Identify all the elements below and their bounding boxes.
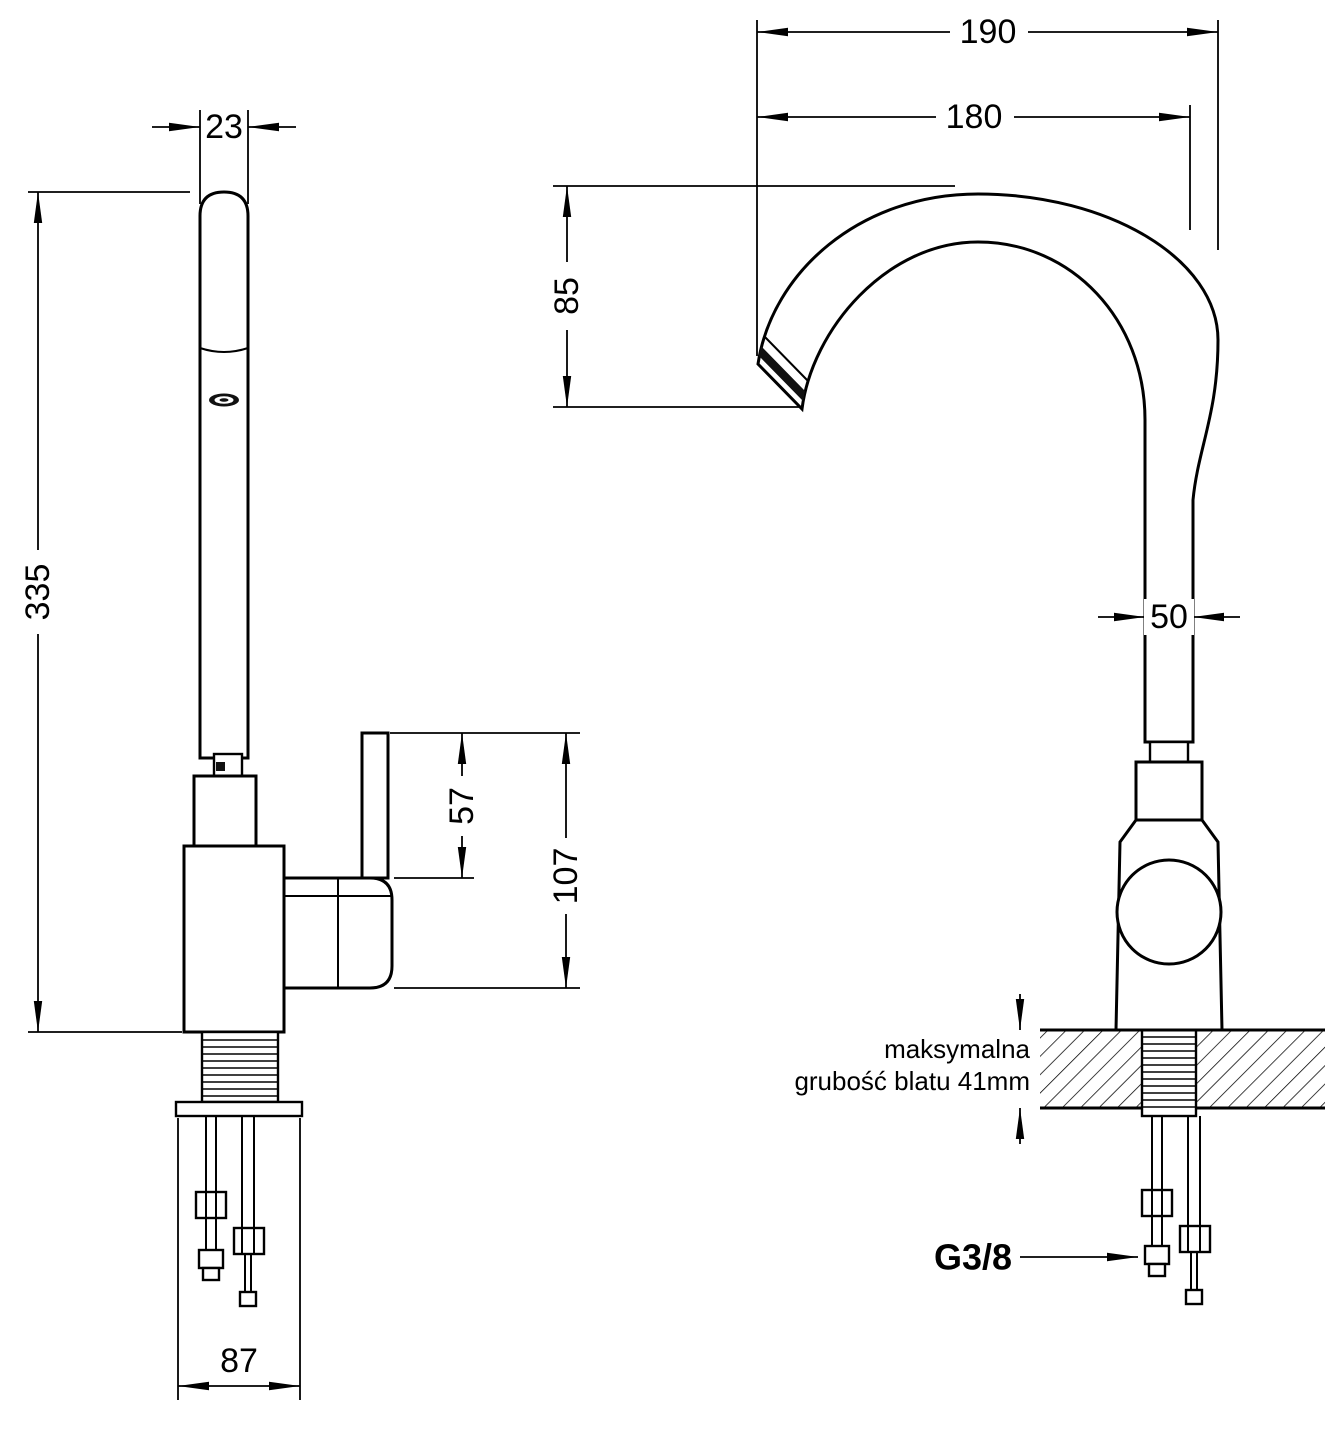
left-spout-pipe (198, 190, 250, 760)
left-shank (200, 1030, 280, 1104)
right-thread-lines (1142, 1036, 1196, 1108)
countertop-hatch-left (1040, 1030, 1142, 1108)
text-mask (1144, 599, 1194, 635)
text-mask (549, 262, 585, 330)
countertop-hatch-right (1196, 1030, 1325, 1108)
text-mask (444, 776, 480, 836)
left-base-flange (174, 1100, 304, 1118)
gooseneck-spout (756, 192, 1220, 744)
dim-spout-width: 23 (152, 108, 296, 204)
left-threaded-shank (174, 1030, 304, 1118)
right-shank (1140, 1028, 1198, 1118)
dim-overall-reach: 190 (756, 13, 1219, 356)
text-mask (950, 14, 1028, 50)
text-mask (548, 838, 584, 914)
text-mask (20, 550, 56, 634)
dim-85-label: 85 (548, 277, 586, 315)
dim-87-label: 87 (220, 1342, 258, 1380)
dim-23-label: 23 (205, 108, 243, 146)
dim-spout-drop: 85 (548, 185, 955, 408)
right-view: 190 180 85 50 maksymalna (548, 13, 1325, 1306)
dim-total-height: 335 (19, 191, 190, 1033)
dim-pipe-width: 50 (1098, 598, 1240, 636)
countertop (1040, 1028, 1325, 1118)
thickness-note-line2: grubość blatu 41mm (794, 1066, 1030, 1096)
thread-size-callout: G3/8 (934, 1237, 1138, 1278)
thickness-note: maksymalna grubość blatu 41mm (794, 994, 1031, 1144)
dim-57-label: 57 (443, 787, 481, 825)
left-upper-body (192, 774, 258, 848)
left-view: 23 335 57 107 87 (19, 108, 585, 1400)
left-faucet-outline (182, 190, 394, 1034)
right-upper-body (1134, 760, 1204, 822)
left-thread-lines (202, 1039, 278, 1097)
dim-107-label: 107 (547, 848, 585, 905)
dim-50-label: 50 (1150, 598, 1188, 636)
left-handle-lever (360, 731, 390, 880)
dim-180-label: 180 (946, 98, 1003, 136)
dim-base-width: 87 (177, 1118, 301, 1400)
right-faucet-outline (756, 192, 1224, 1032)
left-mounting-hardware (194, 1116, 266, 1308)
left-collar-detail (216, 762, 225, 771)
thickness-note-line1: maksymalna (884, 1034, 1030, 1064)
left-main-body (182, 844, 286, 1034)
aerator-center (219, 398, 229, 402)
spout-tip-line (763, 335, 809, 382)
dim-spout-reach: 180 (757, 98, 1191, 230)
thread-size-label: G3/8 (934, 1237, 1012, 1278)
dim-190-label: 190 (960, 13, 1017, 51)
right-collar (1148, 740, 1190, 764)
dim-335-label: 335 (19, 564, 57, 621)
right-mounting-hardware (1140, 1116, 1212, 1306)
dim-lever-and-body: 57 107 (390, 732, 585, 989)
spout-tip-band (759, 346, 805, 401)
left-spout-joint-line (199, 347, 249, 353)
handle-knob (1115, 858, 1223, 966)
text-mask (936, 99, 1014, 135)
